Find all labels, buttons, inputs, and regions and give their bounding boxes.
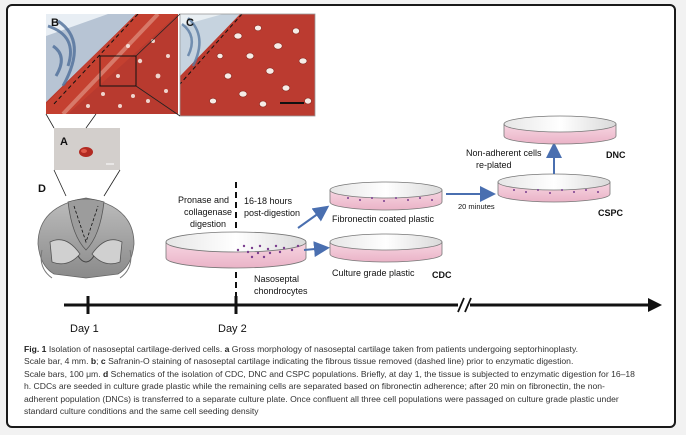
label-dnc: DNC bbox=[606, 150, 626, 160]
cspc-dish bbox=[498, 174, 610, 202]
panel-d-letter: D bbox=[38, 183, 46, 195]
caption-line-1: Fig. 1 Isolation of nasoseptal cartilage… bbox=[24, 343, 664, 355]
head-illustration bbox=[38, 198, 134, 278]
caption-line-6: standard culture conditions and the same… bbox=[24, 405, 664, 417]
dnc-dish bbox=[504, 116, 616, 144]
timeline-day1-label: Day 1 bbox=[70, 323, 99, 335]
timeline-arrowhead bbox=[648, 298, 662, 312]
label-post-digestion: 16-18 hours post-digestion bbox=[244, 196, 300, 218]
connector-b-a bbox=[86, 114, 96, 128]
label-culture-grade: Culture grade plastic bbox=[332, 268, 415, 278]
connector-a-head-left bbox=[54, 170, 66, 196]
arrow-to-culture-grade bbox=[304, 248, 326, 250]
label-fibronectin: Fibronectin coated plastic bbox=[332, 214, 435, 224]
panel-b-letter: B bbox=[51, 17, 59, 29]
figure-caption: Fig. 1 Isolation of nasoseptal cartilage… bbox=[24, 343, 664, 417]
label-chondrocytes: Nasoseptal chondrocytes bbox=[254, 274, 308, 296]
timeline-break bbox=[458, 298, 471, 312]
panel-a-letter: A bbox=[60, 136, 68, 148]
panel-c-letter: C bbox=[186, 17, 194, 29]
label-non-adherent: Non-adherent cells re-plated bbox=[466, 148, 544, 170]
label-twenty-minutes: 20 minutes bbox=[458, 202, 495, 211]
arrow-to-fibronectin bbox=[298, 208, 326, 228]
caption-line-3: Scale bars, 100 μm. d Schematics of the … bbox=[24, 368, 664, 380]
digestion-dish bbox=[166, 232, 306, 268]
panel-b-histology bbox=[46, 14, 178, 114]
label-pronase: Pronase and collagenase digestion bbox=[178, 195, 235, 229]
fibronectin-dish bbox=[330, 182, 442, 210]
caption-line-5: adherent population (DNCs) is transferre… bbox=[24, 393, 664, 405]
culture-grade-dish bbox=[330, 234, 442, 262]
label-cdc: CDC bbox=[432, 270, 452, 280]
connector-a-head-right bbox=[104, 170, 120, 196]
timeline-day2-label: Day 2 bbox=[218, 323, 247, 335]
caption-line-2: Scale bar, 4 mm. b; c Safranin-O stainin… bbox=[24, 355, 664, 367]
connector-b-a-left bbox=[46, 114, 54, 128]
label-cspc: CSPC bbox=[598, 208, 624, 218]
panel-c-histology bbox=[180, 14, 315, 116]
caption-line-4: h. CDCs are seeded in culture grade plas… bbox=[24, 380, 664, 392]
panel-a-gross-morphology bbox=[54, 128, 120, 170]
caption-fig-label: Fig. 1 bbox=[24, 344, 46, 354]
figure-frame: B C A D bbox=[6, 4, 676, 428]
